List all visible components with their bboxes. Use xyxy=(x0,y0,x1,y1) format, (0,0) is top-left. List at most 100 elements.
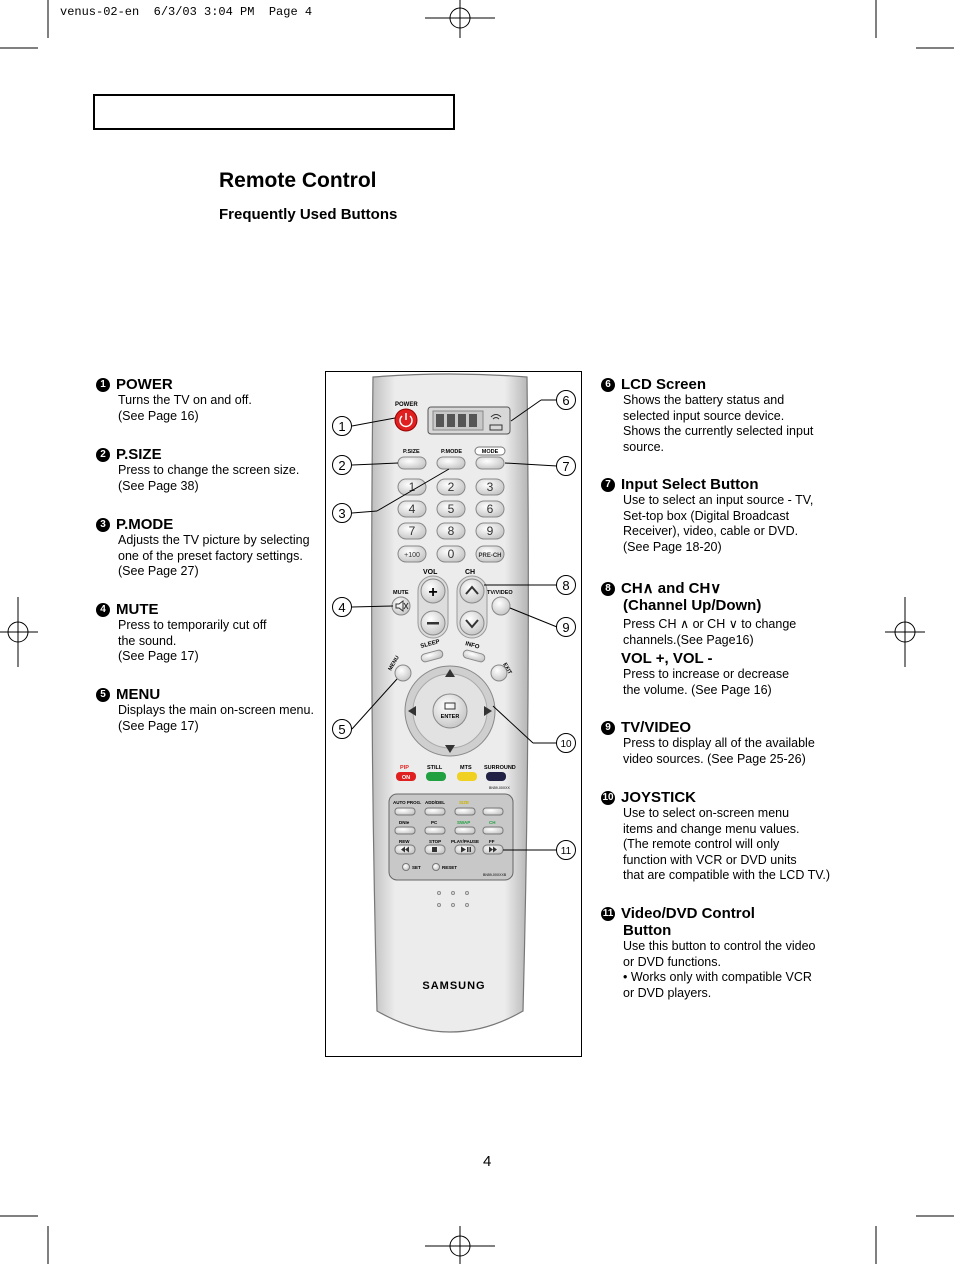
key-3[interactable] xyxy=(475,478,505,496)
ch-down-button[interactable] xyxy=(459,610,485,636)
item-label: Video/DVD Control xyxy=(621,905,755,922)
minus-icon xyxy=(427,622,439,625)
key-prech[interactable] xyxy=(475,545,505,563)
mode-label-box xyxy=(474,446,506,456)
item-label-line2: (Channel Up/Down) xyxy=(623,597,762,614)
sleep-label: SLEEP xyxy=(420,639,441,650)
callout-1 xyxy=(332,416,352,436)
mute-icon xyxy=(395,600,409,612)
item-label: MUTE xyxy=(116,601,159,618)
exit-label: EXIT xyxy=(501,662,513,676)
remote-psize-button[interactable] xyxy=(397,456,427,470)
page-number: 4 xyxy=(483,1153,492,1170)
key-8[interactable] xyxy=(436,522,466,540)
number-badge: 10 xyxy=(601,790,615,805)
reset-button[interactable] xyxy=(432,863,440,871)
remote-menu-button[interactable] xyxy=(394,664,412,682)
pip-on-label: ON xyxy=(402,775,410,781)
key-6-label: 6 xyxy=(487,502,494,516)
stop-icon xyxy=(432,847,437,852)
key-4-label: 4 xyxy=(409,502,416,516)
key-1-label: 1 xyxy=(409,480,416,494)
vol-label: VOL +, VOL - xyxy=(621,650,713,667)
callout-4-label: 4 xyxy=(338,600,345,615)
number-badge: 4 xyxy=(96,602,110,617)
section-tab-box xyxy=(93,94,455,130)
dnie-button[interactable] xyxy=(394,826,416,835)
number-badge: 7 xyxy=(601,477,615,492)
ch-label: CH xyxy=(465,569,475,576)
add-del-button[interactable] xyxy=(424,807,446,816)
callout-11 xyxy=(556,840,576,860)
reset-label: RESET xyxy=(442,865,457,870)
brand-logo: SAMSUNG xyxy=(422,980,485,992)
arrow-up-icon xyxy=(445,669,455,677)
remote-mts-button[interactable] xyxy=(457,772,477,781)
file-header: venus-02-en 6/3/03 3:04 PM Page 4 xyxy=(60,5,313,19)
key-1[interactable] xyxy=(397,478,427,496)
size-button[interactable] xyxy=(454,807,476,816)
power-icon xyxy=(399,413,413,428)
arrow-down-icon xyxy=(445,745,455,753)
number-badge: 8 xyxy=(601,581,615,596)
remote-exit-button[interactable] xyxy=(490,664,508,682)
remote-surround-button[interactable] xyxy=(486,772,506,781)
model-number-bottom: BN59-00XXXB xyxy=(483,873,507,877)
key-4[interactable] xyxy=(397,500,427,518)
video-dvd-panel xyxy=(388,793,514,881)
remote-info-button[interactable] xyxy=(462,649,486,663)
remote-mute-button[interactable] xyxy=(391,596,411,616)
swap-button[interactable] xyxy=(454,826,476,835)
key-6[interactable] xyxy=(475,500,505,518)
key-3-label: 3 xyxy=(487,480,494,494)
number-badge: 5 xyxy=(96,687,110,702)
key-0[interactable] xyxy=(436,545,466,563)
size-label: SIZE xyxy=(459,800,469,805)
key-9[interactable] xyxy=(475,522,505,540)
item-label-line2: Button xyxy=(623,922,672,939)
remote-mode-button[interactable] xyxy=(475,456,505,470)
callout-11-label: 11 xyxy=(561,846,572,857)
pc-button[interactable] xyxy=(424,826,446,835)
rew-label: REW xyxy=(399,839,410,844)
ch-up-button[interactable] xyxy=(459,578,485,604)
item-desc: Press CH ∧ or CH ∨ to change channels.(S… xyxy=(623,617,797,647)
mute-label: MUTE xyxy=(393,590,409,596)
extra-button[interactable] xyxy=(482,807,504,816)
stop-label: STOP xyxy=(429,839,441,844)
key-plus100[interactable] xyxy=(397,545,427,563)
callout-4 xyxy=(332,597,352,617)
remote-still-button[interactable] xyxy=(426,772,446,781)
play-pause-label: PLAY/PAUSE xyxy=(451,839,479,844)
pip-ch-button[interactable] xyxy=(482,826,504,835)
play-pause-icon xyxy=(461,846,471,853)
item-desc: Displays the main on-screen menu. (See P… xyxy=(118,703,314,733)
item-desc: Turns the TV on and off. (See Page 16) xyxy=(118,393,252,423)
plus-icon: + xyxy=(428,584,437,601)
remote-enter-button[interactable] xyxy=(432,693,468,729)
callout-8 xyxy=(556,575,576,595)
remote-pip-button[interactable] xyxy=(396,772,416,781)
key-2-label: 2 xyxy=(448,480,455,494)
pip-ch-label: CH xyxy=(489,820,496,825)
auto-prog-button[interactable] xyxy=(394,807,416,816)
key-2[interactable] xyxy=(436,478,466,496)
number-badge: 3 xyxy=(96,517,110,532)
remote-tvvideo-button[interactable] xyxy=(491,596,511,616)
still-label: STILL xyxy=(427,765,443,771)
key-7[interactable] xyxy=(397,522,427,540)
vol-up-button[interactable] xyxy=(420,578,446,604)
callout-10-label: 10 xyxy=(560,739,572,750)
item-desc: Press to change the screen size. (See Pa… xyxy=(118,463,300,493)
set-label: SET xyxy=(412,865,421,870)
key-prech-label: PRE-CH xyxy=(478,553,501,559)
tvvideo-label: TV/VIDEO xyxy=(487,590,513,596)
remote-sleep-button[interactable] xyxy=(420,649,444,663)
set-button[interactable] xyxy=(402,863,410,871)
key-5[interactable] xyxy=(436,500,466,518)
remote-pmode-button[interactable] xyxy=(436,456,466,470)
